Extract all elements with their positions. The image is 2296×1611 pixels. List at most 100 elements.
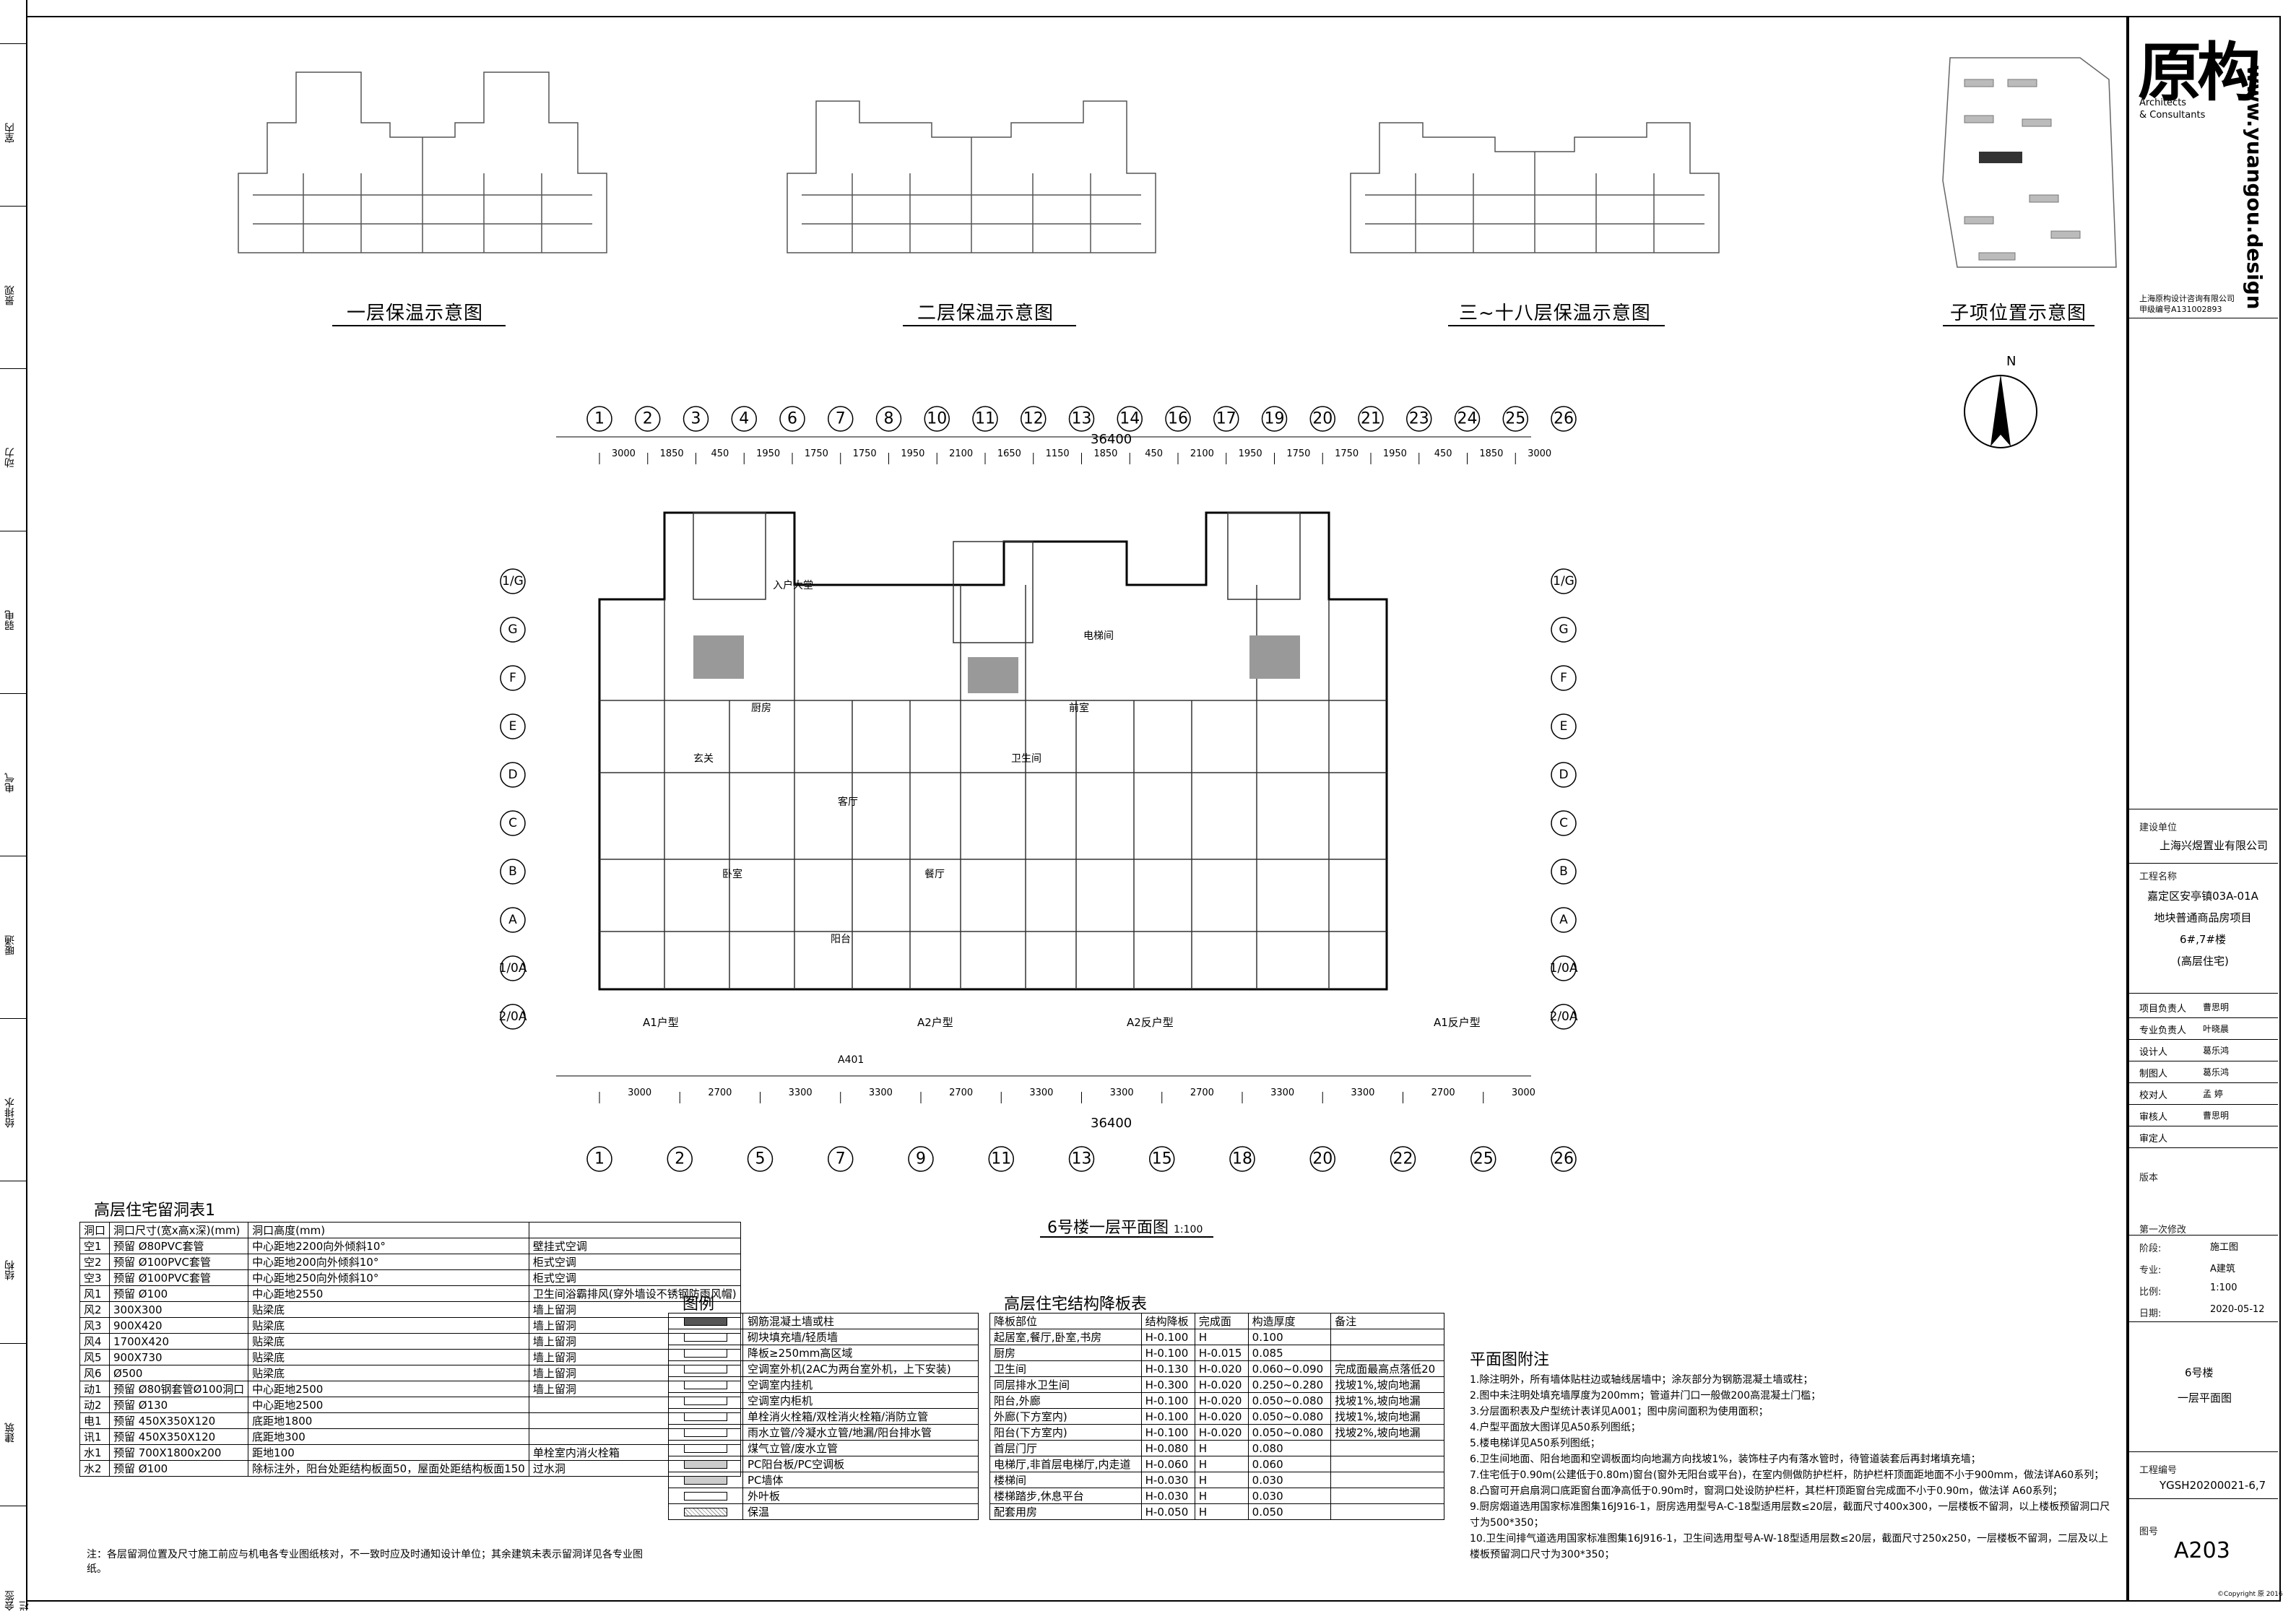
table-cell: 中心距地250向外倾斜10° bbox=[248, 1269, 529, 1286]
axis-label: 26 bbox=[1554, 410, 1574, 428]
project-line: 地块普通商品房项目 bbox=[2154, 911, 2252, 924]
row-axis-bubble bbox=[1551, 762, 1577, 788]
table-cell: 0.050~0.080 bbox=[1247, 1408, 1332, 1425]
axis-bubble bbox=[1406, 406, 1432, 432]
dim-label: 3300 bbox=[789, 1087, 813, 1098]
table-cell: 柜式空调 bbox=[528, 1269, 741, 1286]
legend-row: 煤气立管/废水立管 bbox=[668, 1440, 979, 1456]
axis-label: 19 bbox=[1265, 410, 1285, 428]
table-cell: Ø500 bbox=[109, 1365, 249, 1381]
legend-label: PC阳台板/PC空调板 bbox=[742, 1456, 979, 1472]
dim-label: 1750 bbox=[1286, 448, 1310, 459]
table-cell: 0.050~0.080 bbox=[1247, 1424, 1332, 1441]
table-cell: 贴梁底 bbox=[248, 1301, 529, 1318]
tb-divider bbox=[2128, 1321, 2278, 1322]
detail-ref: A401 bbox=[838, 1054, 865, 1066]
legend-symbol-cell bbox=[668, 1503, 743, 1520]
legend-label: 外叶板 bbox=[742, 1488, 979, 1504]
legend-symbol-icon bbox=[684, 1444, 727, 1453]
legend-label: 单栓消火栓箱/双栓消火栓箱/消防立管 bbox=[742, 1408, 979, 1425]
row-axis-label: E bbox=[509, 719, 517, 734]
project-no-label: 工程编号 bbox=[2139, 1465, 2178, 1476]
dim-label: 450 bbox=[711, 448, 729, 459]
row-axis-bubble bbox=[500, 713, 526, 739]
row-axis-label: C bbox=[1559, 816, 1568, 830]
date-label: 日期: bbox=[2139, 1308, 2162, 1319]
table-cell: 贴梁底 bbox=[248, 1317, 529, 1334]
legend-symbol-icon bbox=[684, 1333, 727, 1342]
legend-symbol-cell bbox=[668, 1329, 743, 1345]
table-cell: H-0.060 bbox=[1140, 1456, 1195, 1472]
table-cell: 柜式空调 bbox=[528, 1254, 741, 1270]
table-cell: 同层排水卫生间 bbox=[989, 1376, 1142, 1393]
role-name: 葛乐鸿 bbox=[2203, 1046, 2230, 1056]
axis-label: 8 bbox=[884, 410, 894, 428]
table-cell: H bbox=[1194, 1329, 1249, 1345]
side-strip-divider bbox=[0, 43, 26, 44]
axis-label: 16 bbox=[1168, 410, 1188, 428]
table-header-cell: 构造厚度 bbox=[1247, 1313, 1332, 1329]
row-axis-label: G bbox=[508, 622, 517, 637]
axis-bubble bbox=[779, 406, 805, 432]
copyright: ©Copyright 原 2016 bbox=[2217, 1591, 2283, 1598]
table-cell: 0.030 bbox=[1247, 1472, 1332, 1488]
table-cell: 风2 bbox=[79, 1301, 111, 1318]
axis-label: 17 bbox=[1216, 410, 1236, 428]
drawing-no: A203 bbox=[2174, 1538, 2230, 1563]
side-strip-label: 动力 bbox=[4, 448, 16, 468]
legend-symbol-icon bbox=[684, 1397, 727, 1405]
room-label: 电梯间 bbox=[1083, 630, 1114, 642]
tb-divider bbox=[2128, 863, 2278, 864]
table-cell: H bbox=[1194, 1440, 1249, 1456]
side-strip-divider bbox=[0, 206, 26, 207]
table-cell bbox=[1330, 1440, 1444, 1456]
legend-label: 空调室内柜机 bbox=[742, 1392, 979, 1409]
side-strip-label: 给排水 bbox=[4, 1098, 16, 1128]
row-axis-bubble bbox=[500, 1004, 526, 1030]
table-cell bbox=[1330, 1329, 1444, 1345]
legend-label: 砌块填充墙/轻质墙 bbox=[742, 1329, 979, 1345]
table-cell: 预留 450X350X120 bbox=[109, 1428, 249, 1445]
table-cell: H-0.100 bbox=[1140, 1392, 1195, 1409]
axis-label: 11 bbox=[975, 410, 995, 428]
legend-row: 钢筋混凝土墙或柱 bbox=[668, 1313, 979, 1329]
tb-divider bbox=[2128, 1498, 2278, 1499]
axis-bubble bbox=[924, 406, 950, 432]
table-cell: 0.050~0.080 bbox=[1247, 1392, 1332, 1409]
table-cell: 找坡2%,坡向地漏 bbox=[1330, 1424, 1444, 1441]
axis-bubble bbox=[828, 406, 854, 432]
table-cell bbox=[1330, 1472, 1444, 1488]
dim-label: 3000 bbox=[1528, 448, 1551, 459]
dim-label: 1850 bbox=[1093, 448, 1117, 459]
table-cell: H-0.130 bbox=[1140, 1360, 1195, 1377]
table-cell: 起居室,餐厅,卧室,书房 bbox=[989, 1329, 1142, 1345]
legend-row: 空调室内柜机 bbox=[668, 1392, 979, 1409]
table-cell: 预留 Ø100PVC套管 bbox=[109, 1269, 249, 1286]
owner-label: 建设单位 bbox=[2139, 822, 2178, 833]
axis-label: 7 bbox=[836, 1150, 846, 1168]
key-plan-site-caption: 子项位置示意图 bbox=[1950, 303, 2087, 324]
legend-symbol-icon bbox=[684, 1381, 727, 1389]
axis-bubble bbox=[635, 406, 661, 432]
drawing-title-2: 一层平面图 bbox=[2178, 1391, 2232, 1404]
version-label: 版本 bbox=[2139, 1173, 2159, 1184]
axis-label: 26 bbox=[1554, 1150, 1574, 1168]
axis-label: 10 bbox=[927, 410, 947, 428]
dim-label: 2700 bbox=[949, 1087, 973, 1098]
dim-label: 2700 bbox=[1431, 1087, 1455, 1098]
firm-cn: 上海原构设计咨询有限公司 bbox=[2139, 294, 2235, 303]
role-name: 曹思明 bbox=[2203, 1111, 2230, 1121]
table-cell: H-0.020 bbox=[1194, 1376, 1249, 1393]
room-label: 卫生间 bbox=[1011, 753, 1041, 765]
axis-bubble bbox=[875, 406, 902, 432]
table-cell: H bbox=[1194, 1472, 1249, 1488]
north-arrow-icon: N bbox=[1964, 354, 2037, 448]
role-label: 设计人 bbox=[2139, 1047, 2168, 1058]
legend-symbol-cell bbox=[668, 1488, 743, 1504]
axis-bubble bbox=[1358, 406, 1384, 432]
legend-row: 雨水立管/冷凝水立管/地漏/阳台排水管 bbox=[668, 1424, 979, 1441]
axis-bubble bbox=[586, 1146, 612, 1172]
